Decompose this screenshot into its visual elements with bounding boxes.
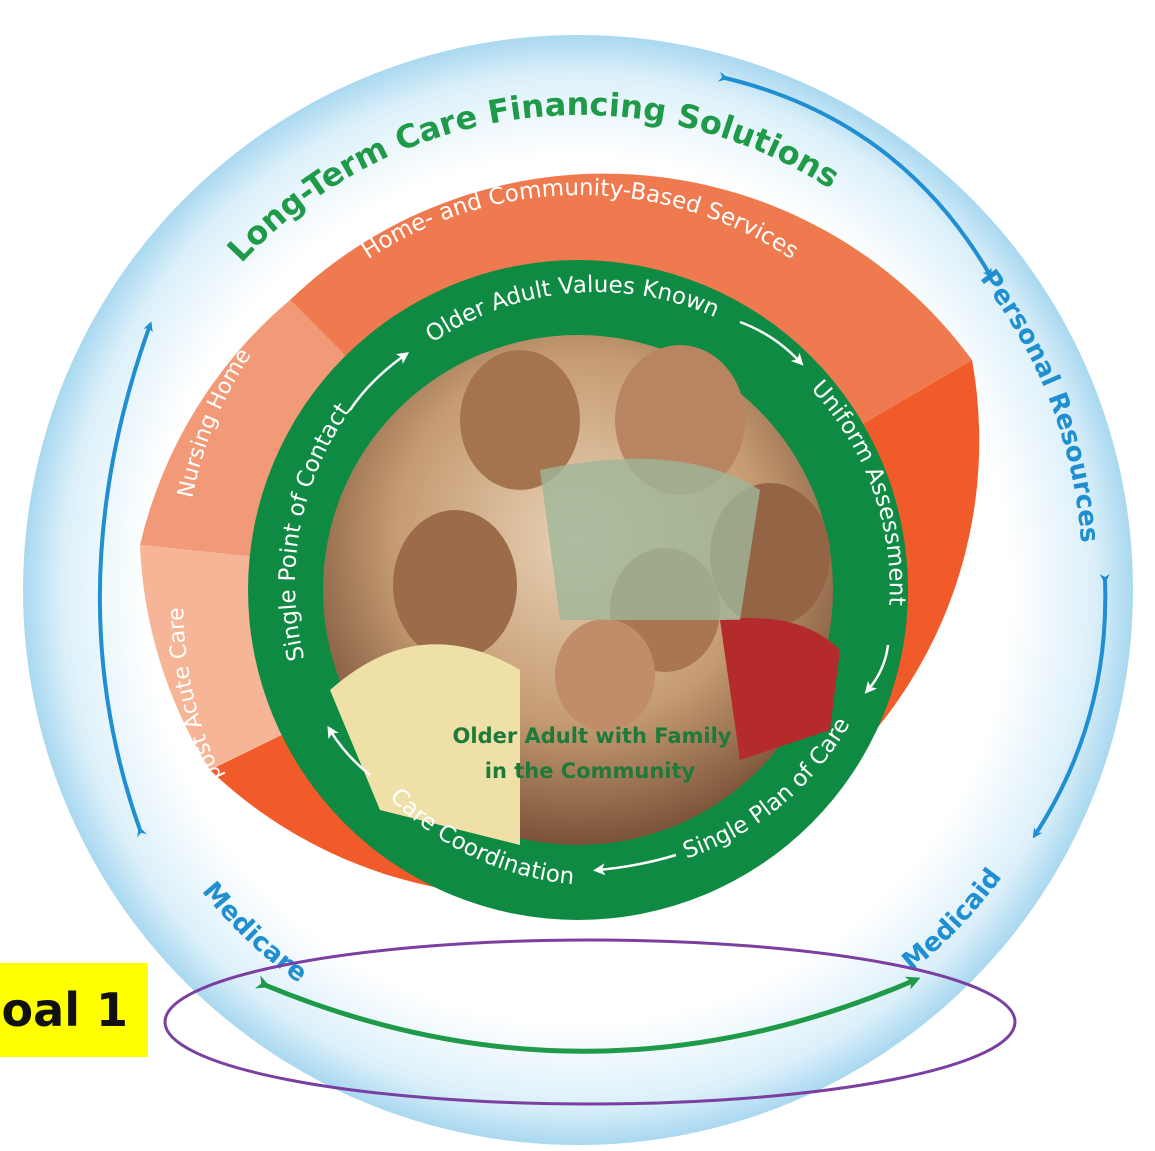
outer-arrows	[97, 71, 1110, 839]
arrow-title-to-personal	[717, 71, 993, 279]
arrow-medicare-medicaid	[254, 975, 921, 1054]
arrow-assessment-to-plan	[864, 644, 890, 694]
arrow-plan-to-coordination	[593, 853, 677, 876]
arrow-coordination-to-contact	[327, 725, 371, 776]
goal-label: Goal 1	[0, 963, 148, 1057]
center-caption-line2: in the Community	[485, 759, 696, 783]
arrow-contact-to-values	[348, 352, 410, 411]
process-arrows	[327, 320, 890, 876]
family-photo	[323, 335, 840, 845]
arrow-values-to-assessment	[739, 320, 804, 366]
highlight-ellipse	[163, 938, 1017, 1106]
center-caption-line1: Older Adult with Family	[453, 724, 732, 748]
arrow-medicare-to-title	[97, 321, 153, 838]
arrow-personal-to-medicaid	[1032, 573, 1110, 839]
